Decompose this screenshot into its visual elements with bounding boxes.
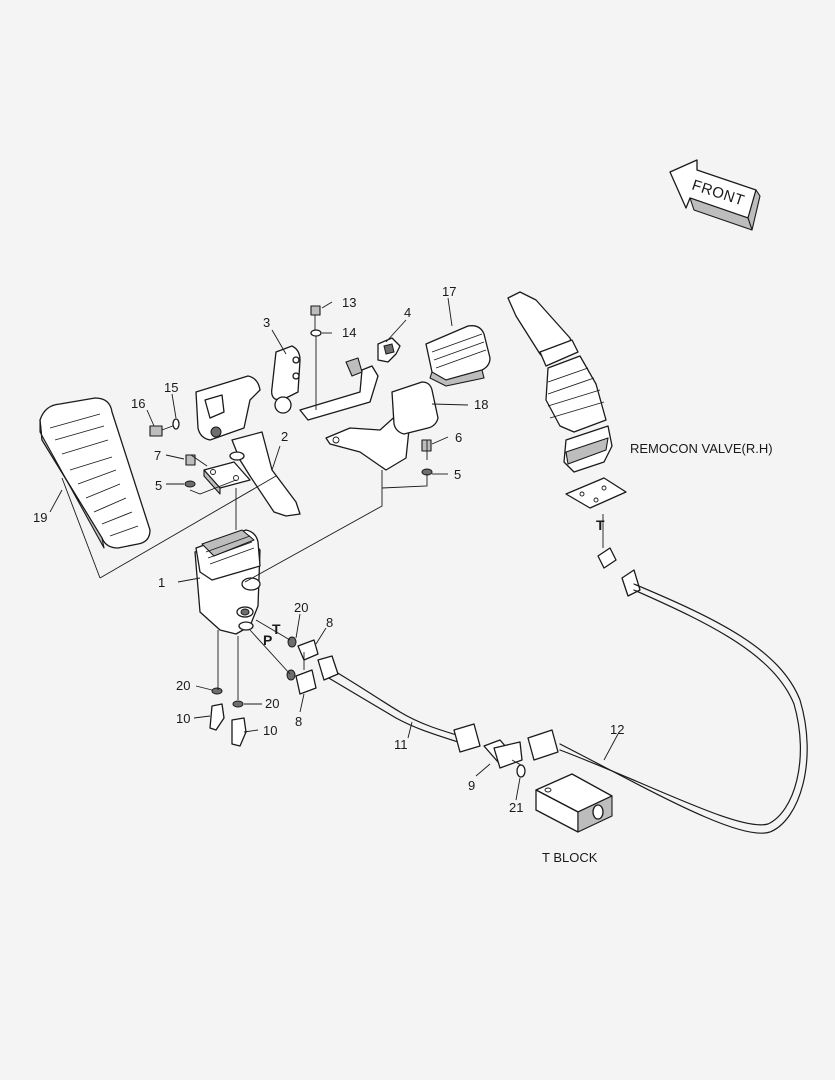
callout-5-left: 5 (155, 478, 162, 493)
callout-2: 2 (281, 429, 288, 444)
bolt-6 (421, 439, 432, 452)
remocon-valve-label: REMOCON VALVE(R.H) (630, 441, 773, 456)
oring-21 (516, 764, 526, 778)
callout-20-c: 20 (265, 696, 279, 711)
callout-15: 15 (164, 380, 178, 395)
port-p-label: P (263, 632, 272, 648)
callout-10-a: 10 (176, 711, 190, 726)
callout-18: 18 (474, 397, 488, 412)
callout-11: 11 (394, 737, 408, 752)
adapter-8-upper (297, 639, 319, 661)
port-t-label-remocon: T (596, 517, 605, 533)
leader-lines (61, 440, 604, 766)
callout-17: 17 (442, 284, 456, 299)
elbow-10-a (209, 703, 225, 731)
washer-14 (310, 329, 322, 410)
callout-21: 21 (509, 800, 523, 815)
callout-19: 19 (33, 510, 47, 525)
oring-20-c (211, 687, 223, 695)
gasket (565, 477, 627, 509)
pedal-19 (39, 397, 151, 549)
callout-8-lower: 8 (295, 714, 302, 729)
hose-12-fitting (527, 729, 559, 761)
callout-10-b: 10 (263, 723, 277, 738)
callout-20-b: 20 (176, 678, 190, 693)
elbow-10-b (231, 717, 247, 747)
callout-6: 6 (455, 430, 462, 445)
t-block-label: T BLOCK (542, 850, 598, 865)
adapter-8-lower (295, 669, 317, 695)
callout-9: 9 (468, 778, 475, 793)
hose-12 (559, 583, 808, 834)
remocon-valve (507, 291, 613, 473)
callout-1: 1 (158, 575, 165, 590)
t-block (535, 773, 613, 833)
bolt-7 (185, 454, 196, 466)
bracket-4 (299, 337, 401, 421)
callout-20-a: 20 (294, 600, 308, 615)
hose-11 (317, 655, 481, 753)
fitting-remocon (597, 547, 641, 597)
callout-13: 13 (342, 295, 356, 310)
washer-15 (172, 418, 180, 430)
bolt-13 (310, 305, 321, 330)
port-t-label-valve: T (272, 621, 281, 637)
callout-16: 16 (131, 396, 145, 411)
callout-4: 4 (404, 305, 411, 320)
pedal-valve-1 (194, 529, 261, 635)
callout-3: 3 (263, 315, 270, 330)
bracket-3 (195, 345, 301, 441)
callout-14: 14 (342, 325, 356, 340)
pedal-plate-2 (229, 431, 301, 517)
mount-plate (203, 461, 251, 495)
bracket-18 (325, 381, 439, 471)
callout-leaders (49, 297, 619, 801)
callout-12: 12 (610, 722, 624, 737)
callout-7: 7 (154, 448, 161, 463)
front-arrow: FRONT (669, 159, 761, 231)
pad-17 (425, 325, 491, 387)
washer-5-left (184, 480, 196, 488)
callout-8-upper: 8 (326, 615, 333, 630)
callout-5-right: 5 (454, 467, 461, 482)
oring-20-d (232, 700, 244, 708)
oring-20-a (287, 636, 297, 648)
